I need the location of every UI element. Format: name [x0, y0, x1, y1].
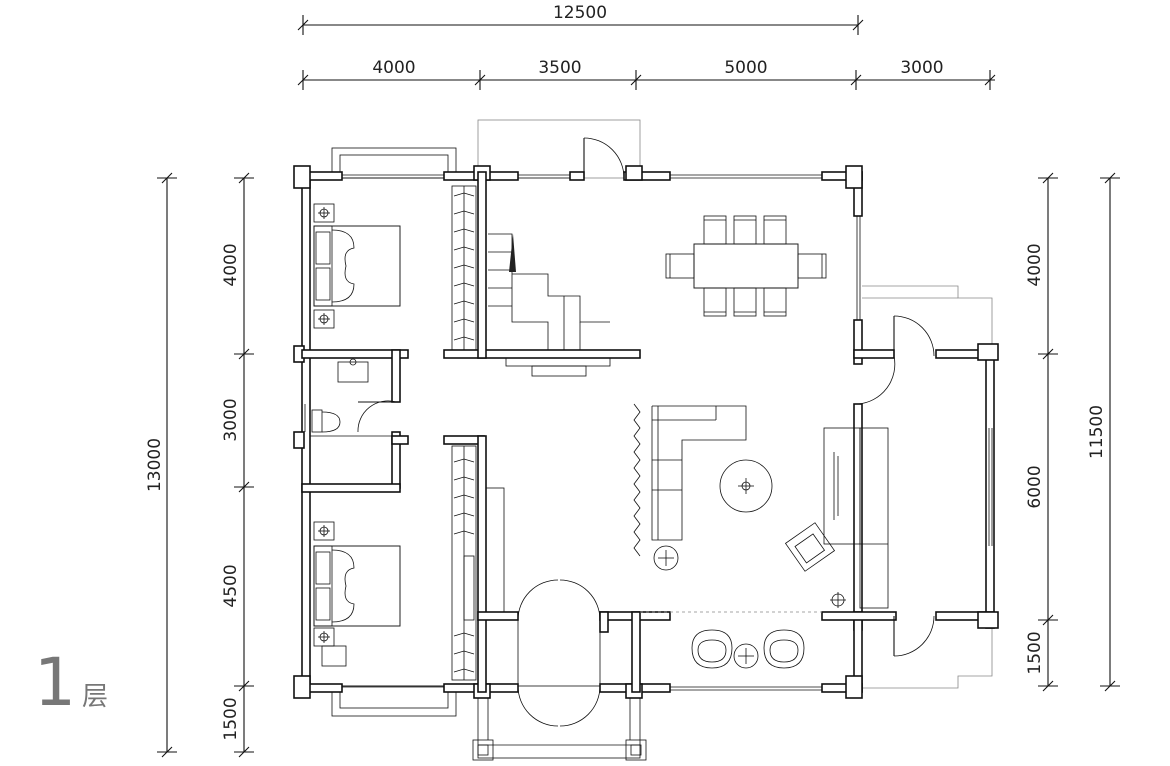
dimension-top-segments: 4000 3500 5000 3000	[297, 58, 996, 90]
dimension-left-segment-3: 4500	[221, 564, 241, 607]
dimension-left-overall-label: 13000	[145, 438, 165, 492]
walls	[293, 165, 999, 699]
dimension-left-segments: 4000 3000 4500 1500	[221, 172, 254, 758]
dimension-top-segment-3: 5000	[724, 58, 767, 78]
dimension-top-overall: 12500	[297, 3, 864, 35]
curtain-zigzag	[633, 403, 641, 557]
dimension-right-overall-label: 11500	[1087, 405, 1107, 459]
exterior-outlines	[331, 119, 993, 761]
windows	[304, 174, 993, 691]
dimension-top-segment-1: 4000	[372, 58, 415, 78]
dimension-right-segment-2: 6000	[1025, 465, 1045, 508]
lounge-chairs	[691, 629, 805, 669]
tv-cabinet	[823, 427, 889, 609]
wardrobe-upper	[451, 185, 477, 351]
dimension-top-overall-label: 12500	[553, 3, 607, 23]
dimension-right-segments: 4000 6000 1500	[1025, 172, 1058, 692]
bed-upper	[313, 203, 401, 329]
dimension-top-segment-4: 3000	[900, 58, 943, 78]
floor-suffix: 层	[82, 682, 109, 712]
dimension-left-segment-1: 4000	[221, 243, 241, 286]
dimension-top-segment-2: 3500	[538, 58, 581, 78]
dining-table	[665, 215, 827, 317]
armchair	[784, 522, 846, 608]
dimension-right-overall: 11500	[1087, 172, 1120, 692]
bathroom-fixtures	[310, 357, 392, 437]
dimension-left-segment-2: 3000	[221, 398, 241, 441]
wardrobe-lower	[451, 445, 505, 681]
dimension-left-overall: 13000	[145, 172, 177, 758]
doors	[357, 137, 935, 727]
staircase	[488, 233, 611, 377]
coffee-table	[719, 459, 773, 513]
sofa-sectional	[651, 405, 747, 541]
dimension-right-segment-1: 4000	[1025, 243, 1045, 286]
floor-number: 1	[34, 644, 76, 721]
side-table	[653, 545, 679, 571]
dimension-left-segment-4: 1500	[221, 697, 241, 740]
bed-lower	[313, 521, 401, 667]
dimension-right-segment-3: 1500	[1025, 631, 1045, 674]
